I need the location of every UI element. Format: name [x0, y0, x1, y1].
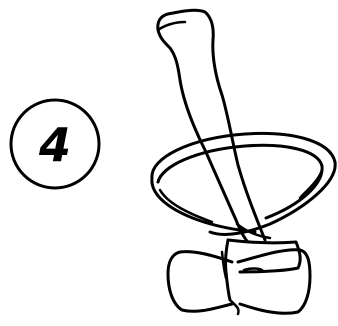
bow-knot: [168, 240, 310, 314]
step-number: 4: [38, 118, 71, 172]
step-badge: 4: [11, 100, 99, 188]
tie-strap-end: [158, 10, 270, 242]
